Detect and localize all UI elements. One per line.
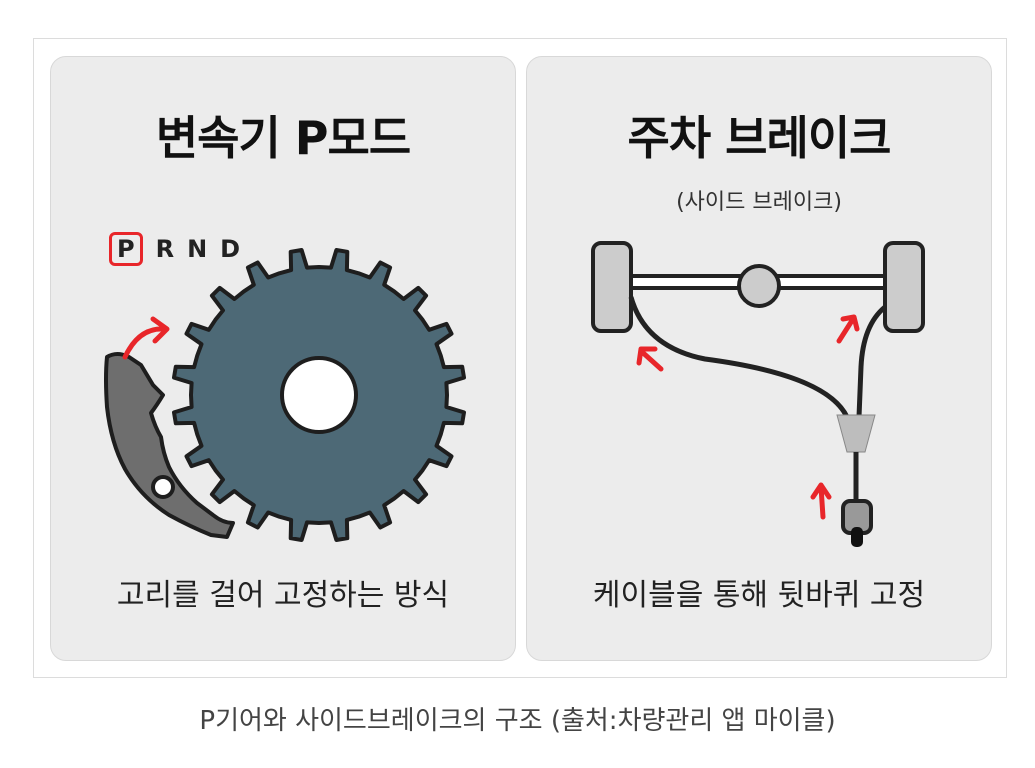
red-arrow-icon (122, 326, 168, 360)
red-arrow-icon-right-wheel (836, 314, 860, 344)
red-arrow-head (150, 316, 170, 344)
figure-caption: P기어와 사이드브레이크의 구조 (출처:차량관리 앱 마이클) (199, 706, 836, 736)
wheel-icon-right (883, 241, 925, 333)
p-mode-illustration (104, 248, 466, 542)
figure-frame: 변속기 P모드 P R N D 고리를 걸어 고정하는 방식 주차 브레이크 (… (33, 38, 1007, 678)
gear-d: D (220, 235, 241, 263)
panel-subtitle-side-brake: (사이드 브레이크) (676, 190, 842, 215)
brake-cable-right (856, 305, 887, 418)
red-arrow-icon-left-wheel (636, 346, 664, 372)
brake-lever-icon (841, 499, 873, 547)
gear-p-selected: P (109, 231, 143, 267)
panel-title-transmission: 변속기 P모드 (155, 111, 411, 165)
cable-junction-icon (836, 414, 876, 453)
gear-r: R (155, 235, 175, 263)
red-arrow-icon-lever (810, 482, 832, 520)
panel-transmission-p-mode: 변속기 P모드 P R N D 고리를 걸어 고정하는 방식 (50, 56, 516, 661)
parking-brake-illustration (591, 241, 925, 547)
axle-icon (625, 264, 895, 308)
panel-parking-brake: 주차 브레이크 (사이드 브레이크) (526, 56, 992, 661)
brake-cable-left (628, 296, 850, 419)
wheel-icon-left (591, 241, 633, 333)
gear-n: N (187, 235, 208, 263)
panel-description-transmission: 고리를 걸어 고정하는 방식 (116, 578, 450, 613)
panel-description-parking-brake: 케이블을 통해 뒷바퀴 고정 (592, 578, 926, 613)
parking-pawl-icon (104, 352, 235, 539)
gear-hub-hole (280, 356, 358, 434)
gear-selector-indicator: P R N D (109, 231, 240, 267)
panel-title-parking-brake: 주차 브레이크 (627, 111, 892, 165)
